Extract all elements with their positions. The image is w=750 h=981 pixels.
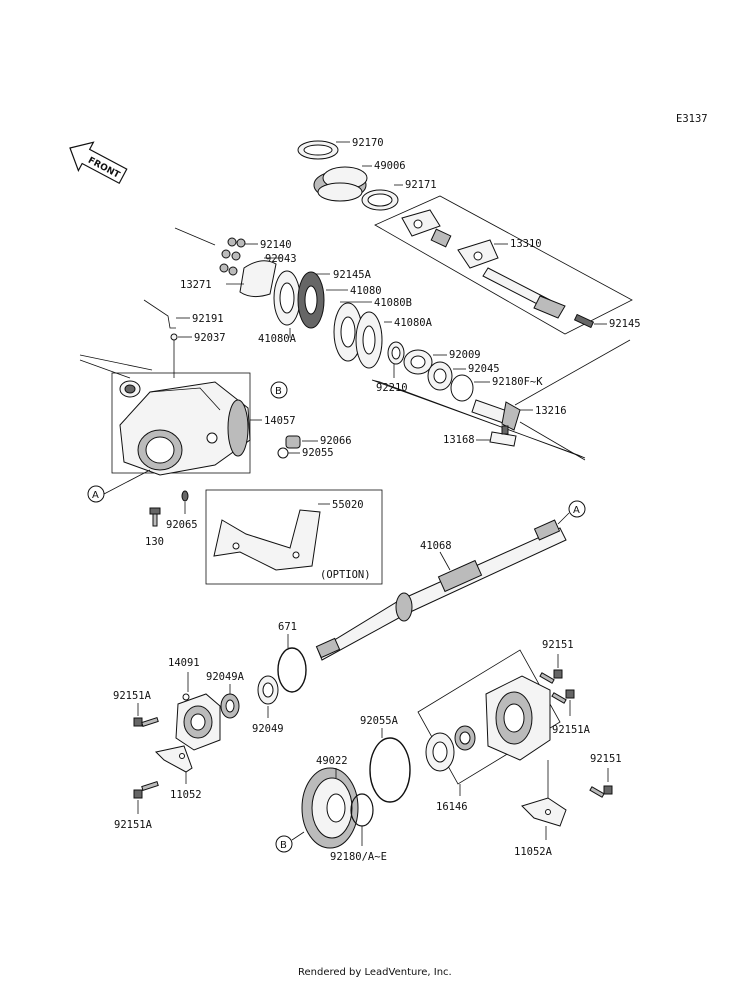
balls-92140-icon: [219, 237, 246, 276]
seal-92049a-icon: [220, 693, 240, 719]
front-arrow-icon: FRONT: [69, 141, 128, 185]
label-92151-top: 92151: [542, 639, 574, 651]
callout-b-gear: [275, 835, 293, 853]
option-frame: [205, 489, 383, 585]
label-92171: 92171: [405, 179, 437, 191]
bolt-92151-top-icon: [539, 669, 563, 684]
boot-49006-icon: [313, 166, 368, 202]
breather-92191-icon: [143, 299, 176, 329]
propeller-shaft-13310-icon: [482, 267, 566, 319]
label-92049a: 92049A: [206, 671, 245, 683]
clutch-plates-icon: [273, 270, 383, 369]
label-92151a-bottom-left: 92151A: [114, 819, 153, 831]
drive-shaft-41068-icon: [315, 519, 567, 661]
bearing-16146-icon: [425, 725, 476, 772]
label-41080: 41080: [350, 285, 382, 297]
bracket-11052-icon: [154, 745, 193, 773]
cam-plate-13271-icon: [239, 260, 277, 298]
gear-case-cover-icon: [485, 675, 551, 761]
washer-92037-icon: [170, 333, 178, 341]
label-55020: 55020: [332, 499, 364, 511]
carrier-14091-icon: [175, 693, 221, 751]
seal-92210-icon: [387, 341, 405, 365]
bolt-92151a-left-icon: [133, 716, 159, 728]
label-13271: 13271: [180, 279, 212, 291]
label-92145a: 92145A: [333, 269, 372, 281]
bolt-130-icon: [149, 507, 161, 527]
o-ring-671-icon: [277, 647, 307, 693]
label-92180fk: 92180F~K: [492, 376, 543, 388]
label-13310: 13310: [510, 238, 542, 250]
option-label: (OPTION): [320, 569, 371, 581]
propeller-shaft-frame: [374, 195, 633, 335]
label-41080a-right: 41080A: [394, 317, 433, 329]
pinion-guide-line: [371, 379, 586, 459]
label-13216: 13216: [535, 405, 567, 417]
label-41080a-left: 41080A: [258, 333, 297, 345]
clamp-92171-icon: [361, 189, 399, 211]
label-92009: 92009: [449, 349, 481, 361]
bracket-11052a-icon: [521, 797, 567, 827]
label-41068: 41068: [420, 540, 452, 552]
label-92140: 92140: [260, 239, 292, 251]
label-11052a: 11052A: [514, 846, 553, 858]
label-92045: 92045: [468, 363, 500, 375]
label-92151a-right: 92151A: [552, 724, 591, 736]
label-92145: 92145: [609, 318, 641, 330]
label-92049: 92049: [252, 723, 284, 735]
callout-b-housing-letter: B: [275, 386, 282, 397]
bearing-92045-icon: [427, 361, 453, 391]
callout-a-housing-letter: A: [92, 490, 99, 501]
pinion-13168-icon: [489, 425, 517, 447]
ring-gear-49022-icon: [301, 767, 359, 849]
o-ring-92055-icon: [277, 447, 289, 459]
label-92037: 92037: [194, 332, 226, 344]
label-14091: 14091: [168, 657, 200, 669]
label-41080b: 41080B: [374, 297, 412, 309]
callout-a-shaft: [568, 500, 586, 518]
label-92210: 92210: [376, 382, 408, 394]
footer-credit: Rendered by LeadVenture, Inc.: [298, 967, 452, 978]
label-92055a: 92055A: [360, 715, 399, 727]
bearing-92009-icon: [403, 349, 433, 375]
label-16146: 16146: [436, 801, 468, 813]
universal-joint-icon: [401, 209, 499, 269]
callout-a-shaft-letter: A: [573, 505, 580, 516]
callout-b-housing: [270, 381, 288, 399]
pinion-gear-13216-icon: [471, 399, 521, 431]
label-92191: 92191: [192, 313, 224, 325]
label-92055: 92055: [302, 447, 334, 459]
housing-frame: [111, 372, 251, 474]
label-92151a-left: 92151A: [113, 690, 152, 702]
label-671: 671: [278, 621, 297, 633]
seal-left-icon: [119, 380, 141, 398]
label-49022: 49022: [316, 755, 348, 767]
label-92170: 92170: [352, 137, 384, 149]
o-ring-92055a-icon: [369, 737, 411, 803]
callout-b-gear-letter: B: [280, 840, 287, 851]
label-92065: 92065: [166, 519, 198, 531]
bolt-92151a-right-icon: [551, 689, 575, 704]
bolt-92151a-bottom-left-icon: [133, 780, 159, 799]
label-92066: 92066: [320, 435, 352, 447]
label-92180ae: 92180/A~E: [330, 851, 387, 863]
diagram-code: E3137: [676, 113, 708, 125]
pin-92145-icon: [573, 313, 595, 329]
label-11052: 11052: [170, 789, 202, 801]
washer-92065-icon: [181, 490, 189, 502]
shim-92180fk-icon: [450, 374, 474, 402]
label-14057: 14057: [264, 415, 296, 427]
skid-plate-55020-icon: [213, 509, 321, 571]
seal-92049-icon: [257, 675, 279, 705]
final-gear-case-14057-icon: [119, 381, 251, 476]
label-49006: 49006: [374, 160, 406, 172]
label-92151-right: 92151: [590, 753, 622, 765]
label-130: 130: [145, 536, 164, 548]
clamp-92170-icon: [297, 140, 339, 160]
label-13168: 13168: [443, 434, 475, 446]
plug-92066-icon: [285, 435, 301, 449]
bolt-92151-right-icon: [589, 785, 613, 798]
